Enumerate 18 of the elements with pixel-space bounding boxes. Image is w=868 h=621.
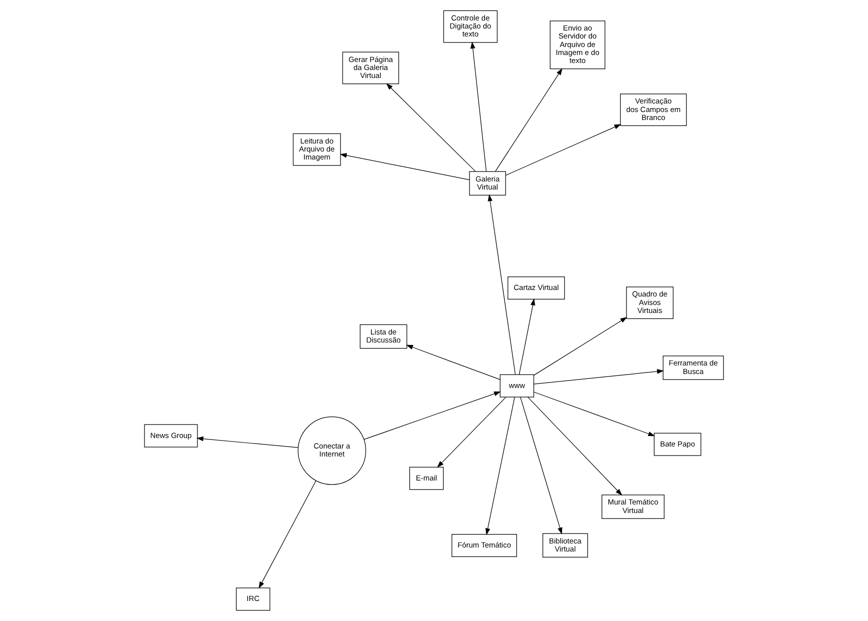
arrow: [258, 480, 316, 589]
arrow: [437, 396, 506, 468]
arrow: [488, 194, 516, 375]
arrow: [520, 396, 562, 534]
arrow: [534, 369, 664, 384]
arrow: [518, 298, 536, 375]
arrow: [470, 42, 487, 172]
arrow: [533, 316, 628, 376]
arrow: [485, 396, 515, 536]
arrow: [534, 392, 656, 436]
arrow: [406, 344, 500, 380]
arrow: [495, 68, 562, 172]
arrow: [528, 396, 622, 496]
arrow: [340, 153, 470, 180]
arrow: [196, 436, 298, 448]
arrow: [386, 83, 476, 172]
arrow: [364, 391, 501, 440]
arrow: [505, 124, 622, 176]
